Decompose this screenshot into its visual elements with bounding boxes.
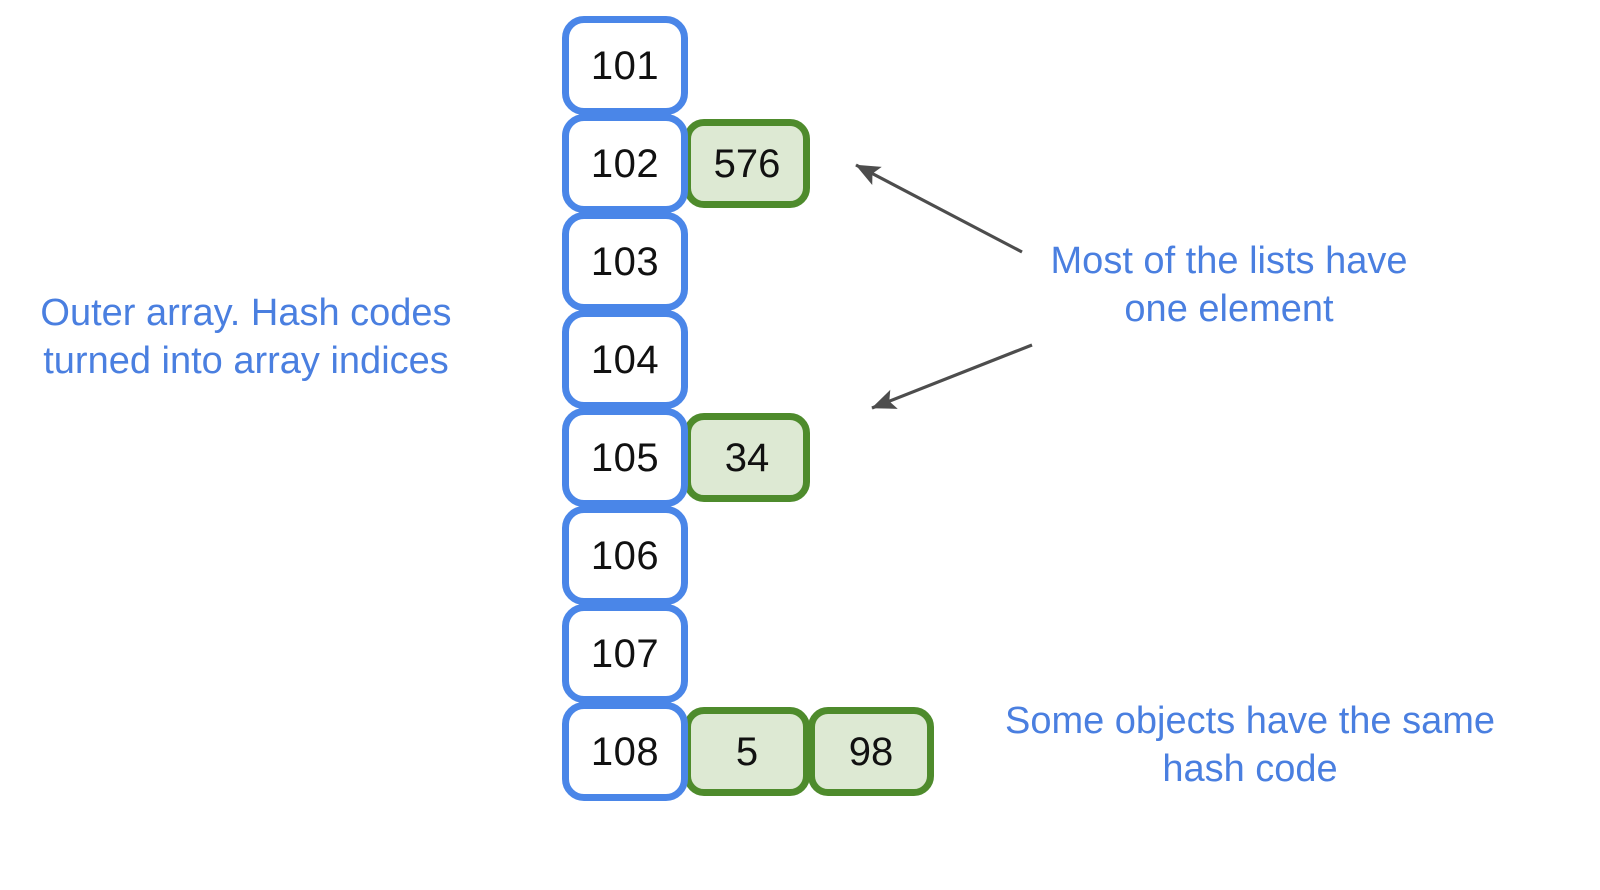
slot-index-label: 107: [590, 631, 660, 676]
array-slot-103[interactable]: 103: [562, 212, 688, 311]
slot-index-label: 108: [590, 729, 660, 774]
slot-index-label: 104: [590, 337, 660, 382]
arrow-to-34-line: [871, 343, 1033, 410]
array-slot-108[interactable]: 108: [562, 702, 688, 801]
arrow-to-576-line: [855, 163, 1023, 254]
slot-index-label: 101: [590, 43, 660, 88]
bucket-entry-576[interactable]: 576: [684, 119, 810, 208]
slot-index-label: 105: [590, 435, 660, 480]
array-slot-106[interactable]: 106: [562, 506, 688, 605]
note-outer-array: Outer array. Hash codes turned into arra…: [40, 292, 452, 382]
array-slot-105[interactable]: 105: [562, 408, 688, 507]
bucket-value-label: 576: [713, 141, 781, 186]
slot-index-label: 106: [590, 533, 660, 578]
bucket-value-label: 34: [724, 435, 770, 480]
bucket-entry-34[interactable]: 34: [684, 413, 810, 502]
bucket-entry-5[interactable]: 5: [684, 707, 810, 796]
slot-index-label: 103: [590, 239, 660, 284]
bucket-entry-98[interactable]: 98: [808, 707, 934, 796]
slot-index-label: 102: [590, 141, 660, 186]
note-same-hash: Some objects have the same hash code: [1004, 700, 1496, 790]
note-one-element: Most of the lists have one element: [1050, 240, 1408, 330]
bucket-value-label: 98: [848, 729, 894, 774]
array-slot-102[interactable]: 102: [562, 114, 688, 213]
array-slot-101[interactable]: 101: [562, 16, 688, 115]
bucket-value-label: 5: [735, 729, 759, 774]
array-slot-107[interactable]: 107: [562, 604, 688, 703]
array-slot-104[interactable]: 104: [562, 310, 688, 409]
